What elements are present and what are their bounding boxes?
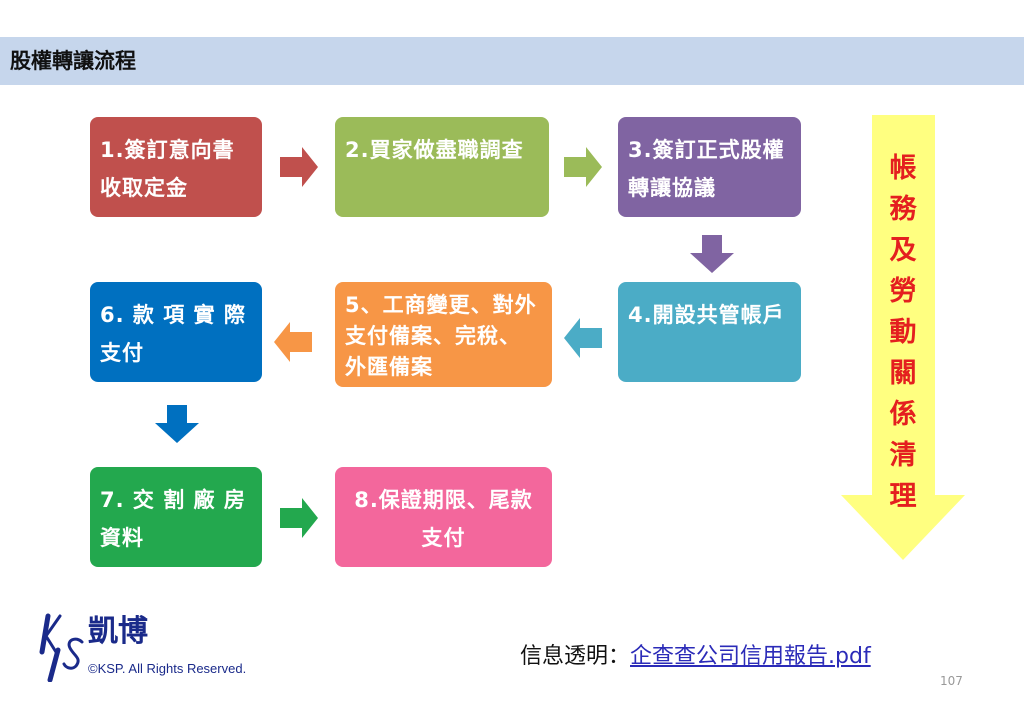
arrow-right-icon bbox=[280, 147, 318, 187]
arrow-left-icon bbox=[564, 318, 602, 358]
step-4: 4.開設共管帳戶 bbox=[618, 282, 801, 382]
info-label: 信息透明： bbox=[520, 644, 631, 669]
page-number: 107 bbox=[940, 674, 963, 688]
step-1: 1.簽訂意向書收取定金 bbox=[90, 117, 262, 217]
step-5: 5、工商變更、對外支付備案、完稅、外匯備案 bbox=[335, 282, 552, 387]
arrow-right-icon bbox=[280, 498, 318, 538]
arrow-right-icon bbox=[564, 147, 602, 187]
step-8: 8.保證期限、尾款支付 bbox=[335, 467, 552, 567]
page-title: 股權轉讓流程 bbox=[10, 49, 136, 73]
credit-report-link[interactable]: 企查查公司信用報告.pdf bbox=[630, 644, 871, 669]
copyright: ©KSP. All Rights Reserved. bbox=[88, 661, 247, 676]
step-7: 7. 交 割 廠 房 資料 bbox=[90, 467, 262, 567]
ksp-logo bbox=[39, 613, 84, 682]
side-arrow-label: 帳務及勞動關係清理 bbox=[889, 153, 917, 512]
info-line: 信息透明：企查查公司信用報告.pdf bbox=[520, 643, 871, 670]
step-2: 2.買家做盡職調查 bbox=[335, 117, 549, 217]
brand-name: 凱博 bbox=[88, 614, 148, 649]
arrow-down-icon bbox=[155, 405, 199, 443]
arrow-left-icon bbox=[274, 322, 312, 362]
step-3: 3.簽訂正式股權轉讓協議 bbox=[618, 117, 801, 217]
header-bar: 股權轉讓流程 bbox=[0, 37, 1024, 85]
big-down-arrow-icon bbox=[841, 115, 965, 560]
step-6: 6. 款 項 實 際 支付 bbox=[90, 282, 262, 382]
arrow-down-icon bbox=[690, 235, 734, 273]
